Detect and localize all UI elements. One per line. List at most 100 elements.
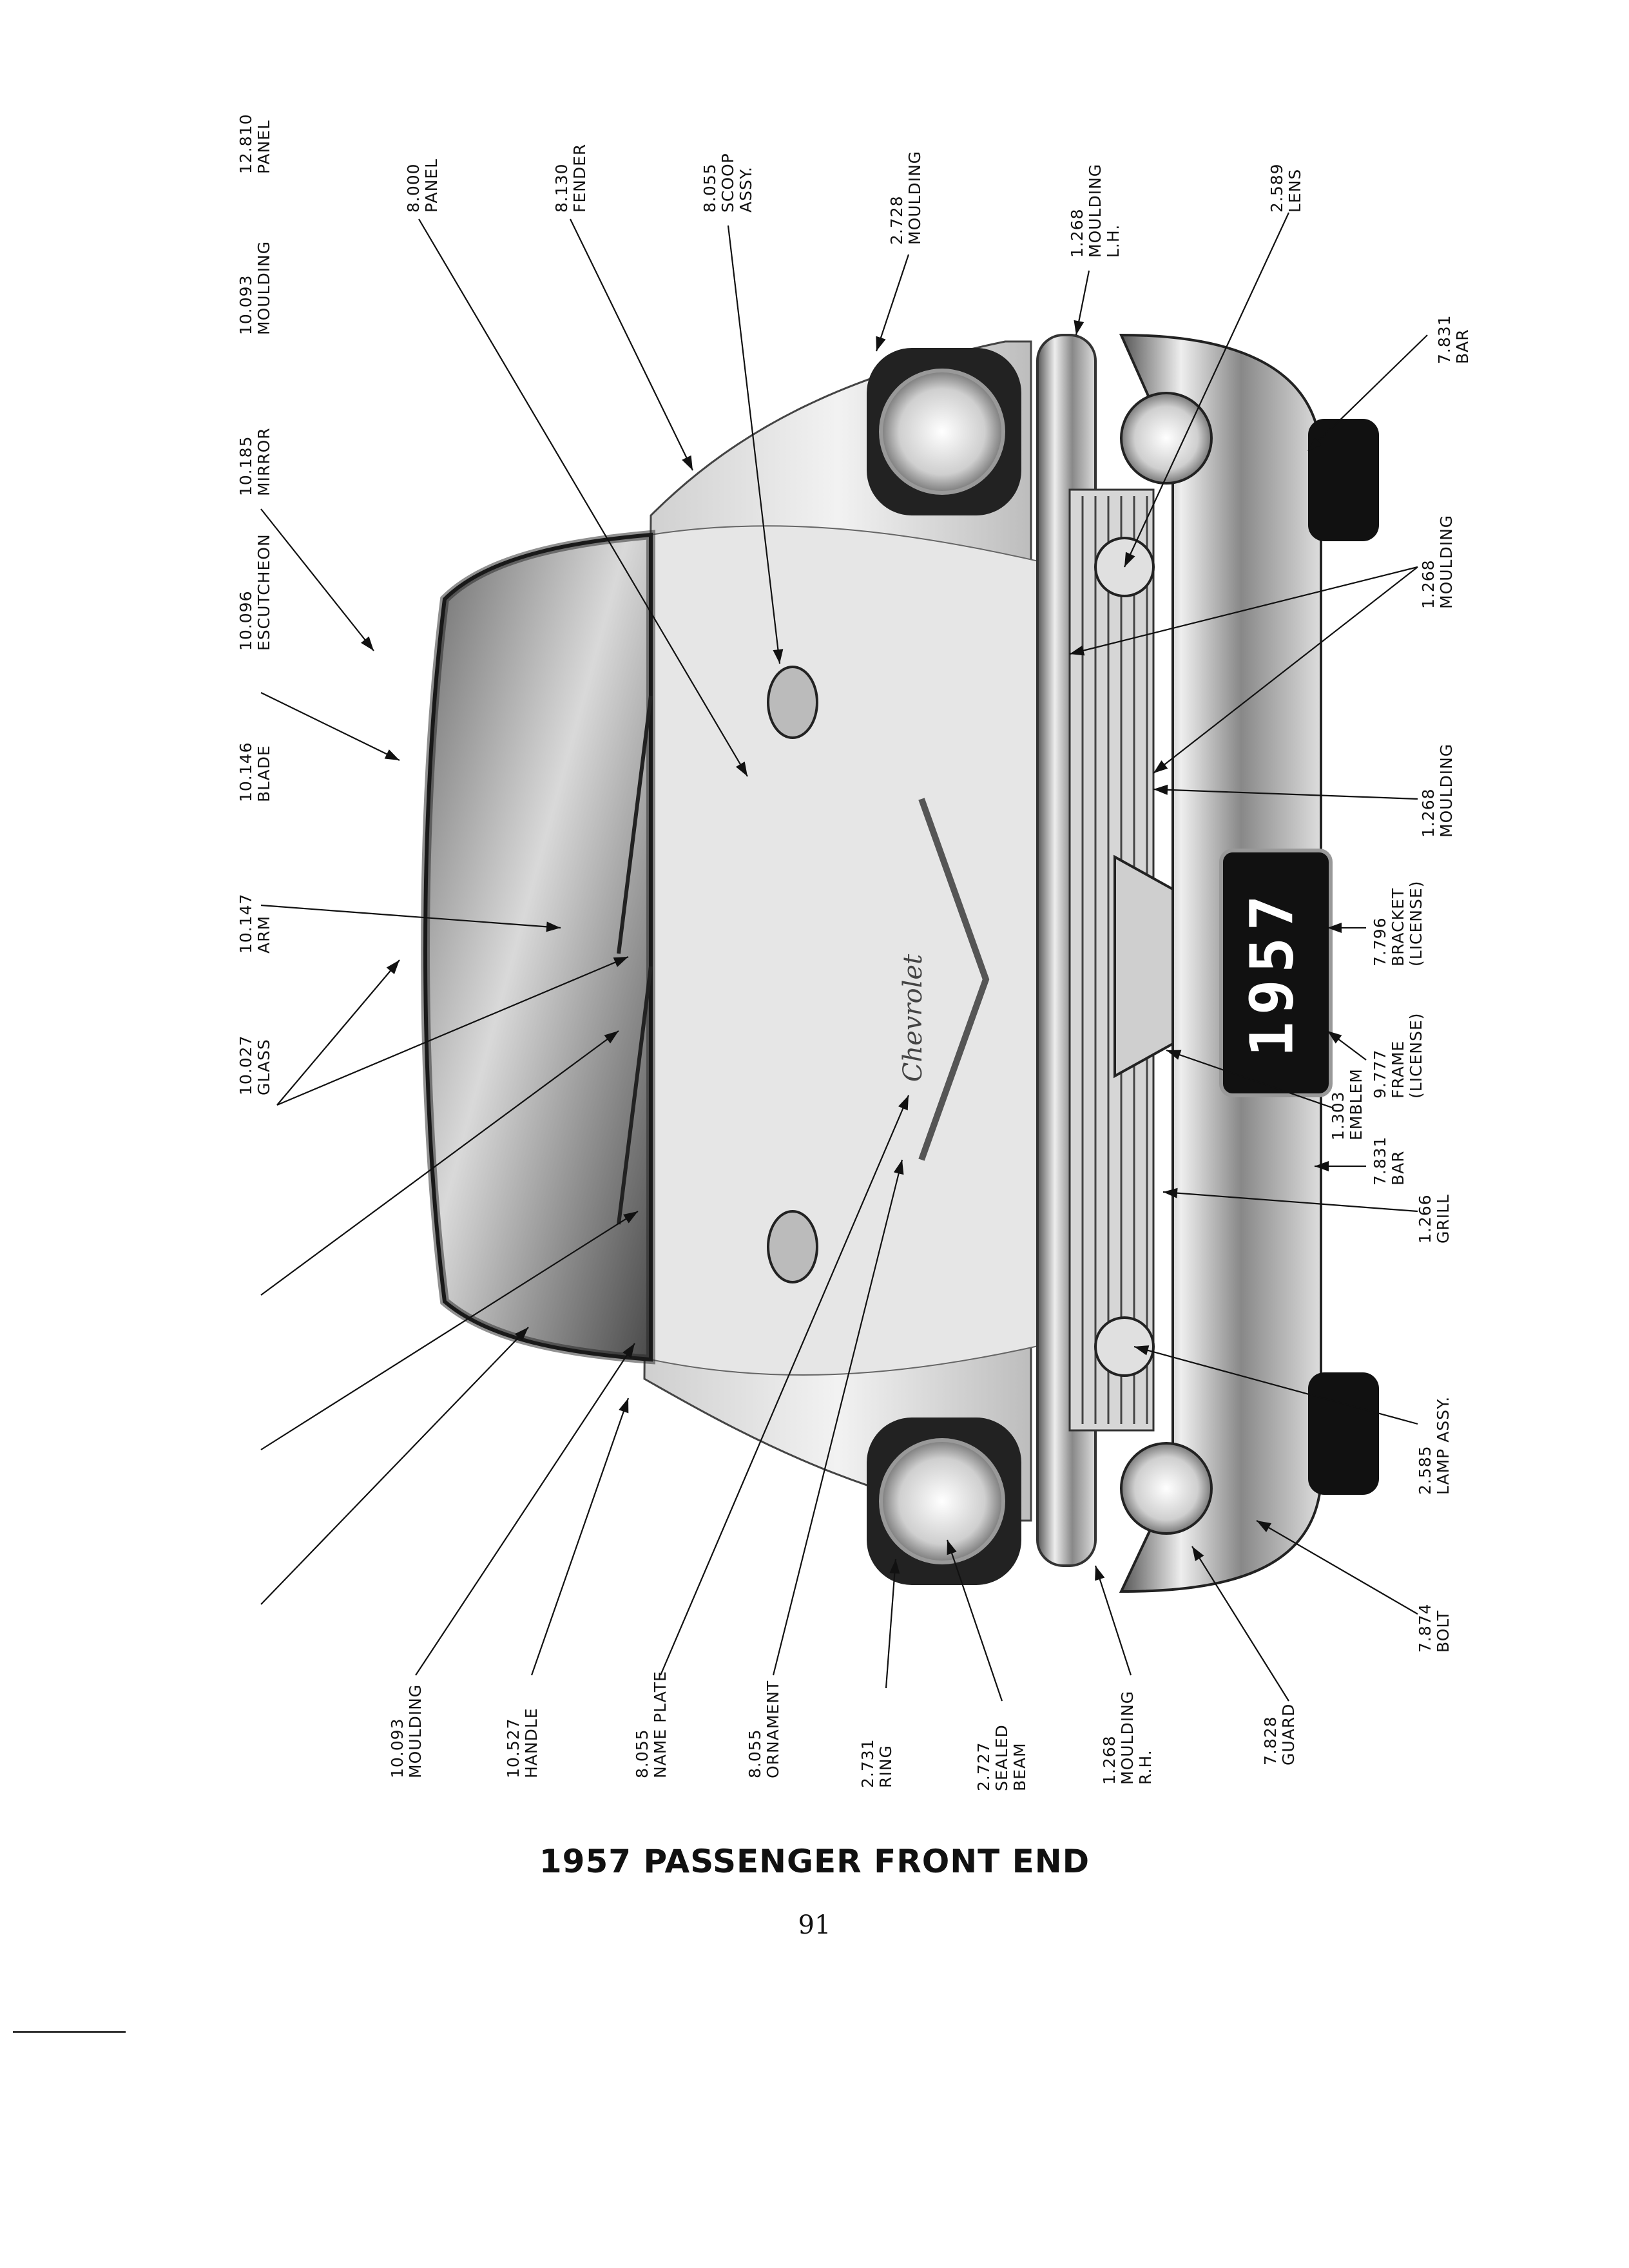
hood-panel [650, 525, 1064, 1376]
label-moulding-10093-top: 10.093MOULDING [236, 241, 273, 335]
label-bolt-7874: 7.874BOLT [1416, 1603, 1452, 1653]
arrowhead-glass-10027 [514, 1327, 528, 1341]
label-escutcheon-10096: 10.096ESCUTCHEON [236, 533, 273, 651]
arrowhead-moulding-1268-a [1153, 760, 1168, 773]
bumper-guard-lower [1120, 1442, 1213, 1535]
label-fender-8130: 8.130FENDER [552, 144, 589, 213]
hood-chevron-ornament [918, 798, 990, 1161]
leader-line-glass-10027 [260, 1327, 529, 1605]
arrowhead-frame-9777 [1327, 1031, 1342, 1044]
arrowhead-ring-2731 [889, 1559, 900, 1574]
label-moulding-lh-1268: 1.268MOULDINGL.H. [1068, 164, 1123, 258]
license-plate: 1957 [1219, 849, 1333, 1097]
leader-line-moulding-rh-1268 [1094, 1565, 1132, 1676]
arrowhead-bolt-7874 [1257, 1521, 1272, 1532]
arrowhead-lamp-2585 [1134, 1345, 1150, 1356]
label-grill-1266: 1.266GRILL [1416, 1194, 1452, 1244]
arrowhead-escutcheon-10096 [613, 957, 628, 967]
label-moulding-10093-bottom: 10.093MOULDING [388, 1684, 425, 1778]
leader-line-moulding-1268-a [1069, 566, 1418, 655]
label-scoop-8055: 8.055SCOOPASSY. [700, 153, 755, 213]
arrowhead-arm-10147 [623, 1211, 638, 1224]
arrowhead-scoop-8055 [773, 649, 784, 664]
tire-lower [1308, 1372, 1379, 1495]
grille-emblem [1113, 854, 1174, 1079]
leader-line-escutcheon-10096 [276, 956, 629, 1106]
hood-script-nameplate: Chevrolet [898, 954, 928, 1082]
arrowhead-blade-10146 [604, 1031, 619, 1044]
arrowhead-ornament-8055 [893, 1160, 904, 1175]
leader-line-panel-12810 [260, 508, 374, 651]
arrowhead-grill-1266 [1163, 1187, 1178, 1198]
arrowhead-emblem-1303 [1166, 1050, 1182, 1060]
label-moulding-1268-b: 1.268MOULDING [1419, 744, 1456, 838]
leader-line-blade-10146 [260, 1030, 619, 1296]
wiper-blade-lower [617, 966, 653, 1225]
leader-line-handle-10527 [530, 1398, 630, 1676]
leader-line-sealed-beam-2727 [946, 1539, 1003, 1702]
arrowhead-panel-12810 [361, 636, 374, 651]
label-ring-2731: 2.731RING [858, 1738, 895, 1788]
label-sealed-beam-2727: 2.727SEALEDBEAM [974, 1724, 1029, 1791]
leader-line-bolt-7874 [1256, 1520, 1418, 1615]
leader-line-ornament-8055 [772, 1159, 903, 1676]
arrowhead-bracket-7796 [1327, 923, 1342, 933]
hood-scoop-lower [767, 1210, 818, 1283]
leader-line-bar-7831-top [1307, 334, 1428, 452]
windshield-glass [423, 532, 653, 1362]
arrowhead-escutcheon-10096 [386, 960, 400, 974]
leader-line-scoop-8055 [727, 225, 781, 664]
leader-line-moulding-10093-bottom [415, 1343, 635, 1676]
label-emblem-1303: 1.303EMBLEM [1329, 1068, 1365, 1140]
parking-lamp-lower [1094, 1316, 1155, 1377]
label-moulding-1268-a: 1.268MOULDING [1419, 515, 1456, 609]
headlight-upper [867, 348, 1021, 515]
label-blade-10146: 10.146BLADE [236, 742, 273, 802]
hood-scoop-upper [767, 666, 818, 739]
label-frame-9777: 9.777FRAME(LICENSE) [1371, 1013, 1425, 1099]
label-lens-2589: 2.589LENS [1268, 163, 1304, 213]
arrowhead-moulding-10093-bottom [622, 1343, 635, 1358]
leader-line-lamp-2585 [1133, 1345, 1418, 1425]
leader-line-emblem-1303 [1166, 1049, 1335, 1110]
leader-line-moulding-1268-b [1153, 788, 1418, 800]
label-nameplate-8055: 8.055NAME PLATE [633, 1671, 670, 1778]
label-bracket-7796: 7.796BRACKET(LICENSE) [1371, 881, 1425, 966]
arrowhead-moulding-1268-a [1070, 645, 1085, 656]
label-arm-10147: 10.147ARM [236, 894, 273, 954]
leader-line-fender-8130 [570, 218, 693, 471]
headlight-lower [867, 1418, 1021, 1585]
label-bar-7831-mid: 7.831BAR [1371, 1136, 1407, 1186]
arrowhead-moulding-10093-top [384, 749, 400, 760]
car-illustration: Chevrolet [421, 333, 1379, 1593]
label-mirror-10185: 10.185MIRROR [236, 427, 273, 496]
leader-line-moulding-1268-a [1153, 566, 1418, 774]
label-lamp-2585: 2.585LAMP ASSY. [1416, 1396, 1452, 1495]
tire-upper [1308, 419, 1379, 541]
arrowhead-moulding-2728 [876, 336, 886, 351]
leader-line-mirror-10185 [260, 904, 561, 929]
leader-line-panel-8000 [418, 218, 748, 777]
arrowhead-panel-8000 [735, 761, 747, 776]
part-labels: 12.810PANEL 10.093MOULDING 10.185MIRROR … [236, 114, 1472, 1791]
leader-line-lens-2589 [1124, 212, 1289, 568]
arrowhead-moulding-rh-1268 [1095, 1566, 1105, 1581]
bumper-guard-upper [1120, 392, 1213, 485]
leader-line-arm-10147 [260, 1211, 639, 1450]
leader-lines [260, 212, 1428, 1702]
leader-line-moulding-10093-top [260, 692, 400, 761]
license-plate-number: 1957 [1237, 889, 1306, 1057]
label-handle-10527: 10.527HANDLE [504, 1707, 541, 1778]
windshield-moulding [421, 530, 655, 1365]
arrowhead-bar-7831-mid [1315, 1161, 1329, 1171]
label-moulding-rh-1268: 1.268MOULDINGR.H. [1100, 1691, 1155, 1785]
arrowhead-moulding-lh-1268 [1074, 320, 1084, 335]
leader-line-grill-1266 [1162, 1191, 1418, 1213]
figure-caption: 1957 PASSENGER FRONT END [539, 1843, 1090, 1880]
arrowhead-handle-10527 [619, 1398, 629, 1414]
label-moulding-2728: 2.728MOULDING [887, 151, 924, 245]
arrowhead-bar-7831-top [1308, 437, 1322, 451]
label-ornament-8055: 8.055ORNAMENT [746, 1680, 782, 1778]
arrowhead-guard-7828 [1192, 1546, 1204, 1561]
arrowhead-lens-2589 [1124, 552, 1135, 567]
